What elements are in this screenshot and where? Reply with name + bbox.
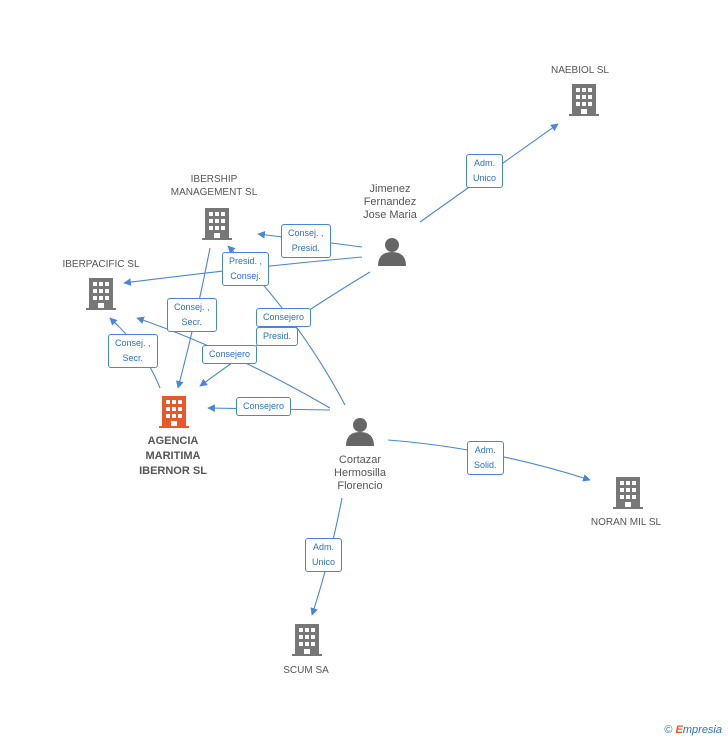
footer-branding[interactable]: © Empresia <box>664 724 722 736</box>
agencia-label[interactable]: AGENCIA MARITIMA IBERNOR SL <box>139 435 207 477</box>
edge-label-consej-secr-ibership: Consej. , Secr. <box>167 298 217 332</box>
cortazar-person-icon[interactable] <box>346 418 374 446</box>
noran-building-icon[interactable] <box>613 477 643 509</box>
iberpacific-label[interactable]: IBERPACIFIC SL <box>62 259 140 270</box>
scum-building-icon[interactable] <box>292 624 322 656</box>
agencia-building-icon[interactable] <box>159 396 189 428</box>
cortazar-label[interactable]: Cortazar Hermosilla Florencio <box>334 454 386 492</box>
edge-label-consej-secr-iberpacific: Consej. , Secr. <box>108 334 158 368</box>
scum-label[interactable]: SCUM SA <box>283 665 329 676</box>
jimenez-label[interactable]: Jimenez Fernandez Jose Maria <box>363 183 417 221</box>
edge-label-presid-2: Presid. <box>256 327 299 346</box>
edge-label-adm-unico-naebiol: Adm. Unico <box>466 154 504 188</box>
edge-label-consejero-2: Consejero <box>202 345 258 364</box>
ibership-label[interactable]: IBERSHIP MANAGEMENT SL <box>170 174 258 198</box>
iberpacific-building-icon[interactable] <box>86 278 116 310</box>
edge-label-presid-consej: Presid. , Consej. <box>222 252 270 286</box>
edge-label-adm-solid: Adm. Solid. <box>467 441 504 475</box>
edge-label-consejero-3: Consejero <box>236 397 292 416</box>
edge-label-consejero-1: Consejero <box>256 308 312 327</box>
noran-label[interactable]: NORAN MIL SL <box>590 517 662 528</box>
naebiol-label[interactable]: NAEBIOL SL <box>551 65 609 76</box>
edge-label-consej-presid-ibership: Consej. , Presid. <box>281 224 331 258</box>
edge-label-adm-unico-scum: Adm. Unico <box>305 538 343 572</box>
copyright-symbol: © <box>664 724 673 736</box>
brand-logo-letter: E <box>675 724 683 736</box>
jimenez-person-icon[interactable] <box>378 238 406 266</box>
ibership-building-icon[interactable] <box>202 208 232 240</box>
brand-name: mpresia <box>682 724 722 736</box>
naebiol-building-icon[interactable] <box>569 84 599 116</box>
